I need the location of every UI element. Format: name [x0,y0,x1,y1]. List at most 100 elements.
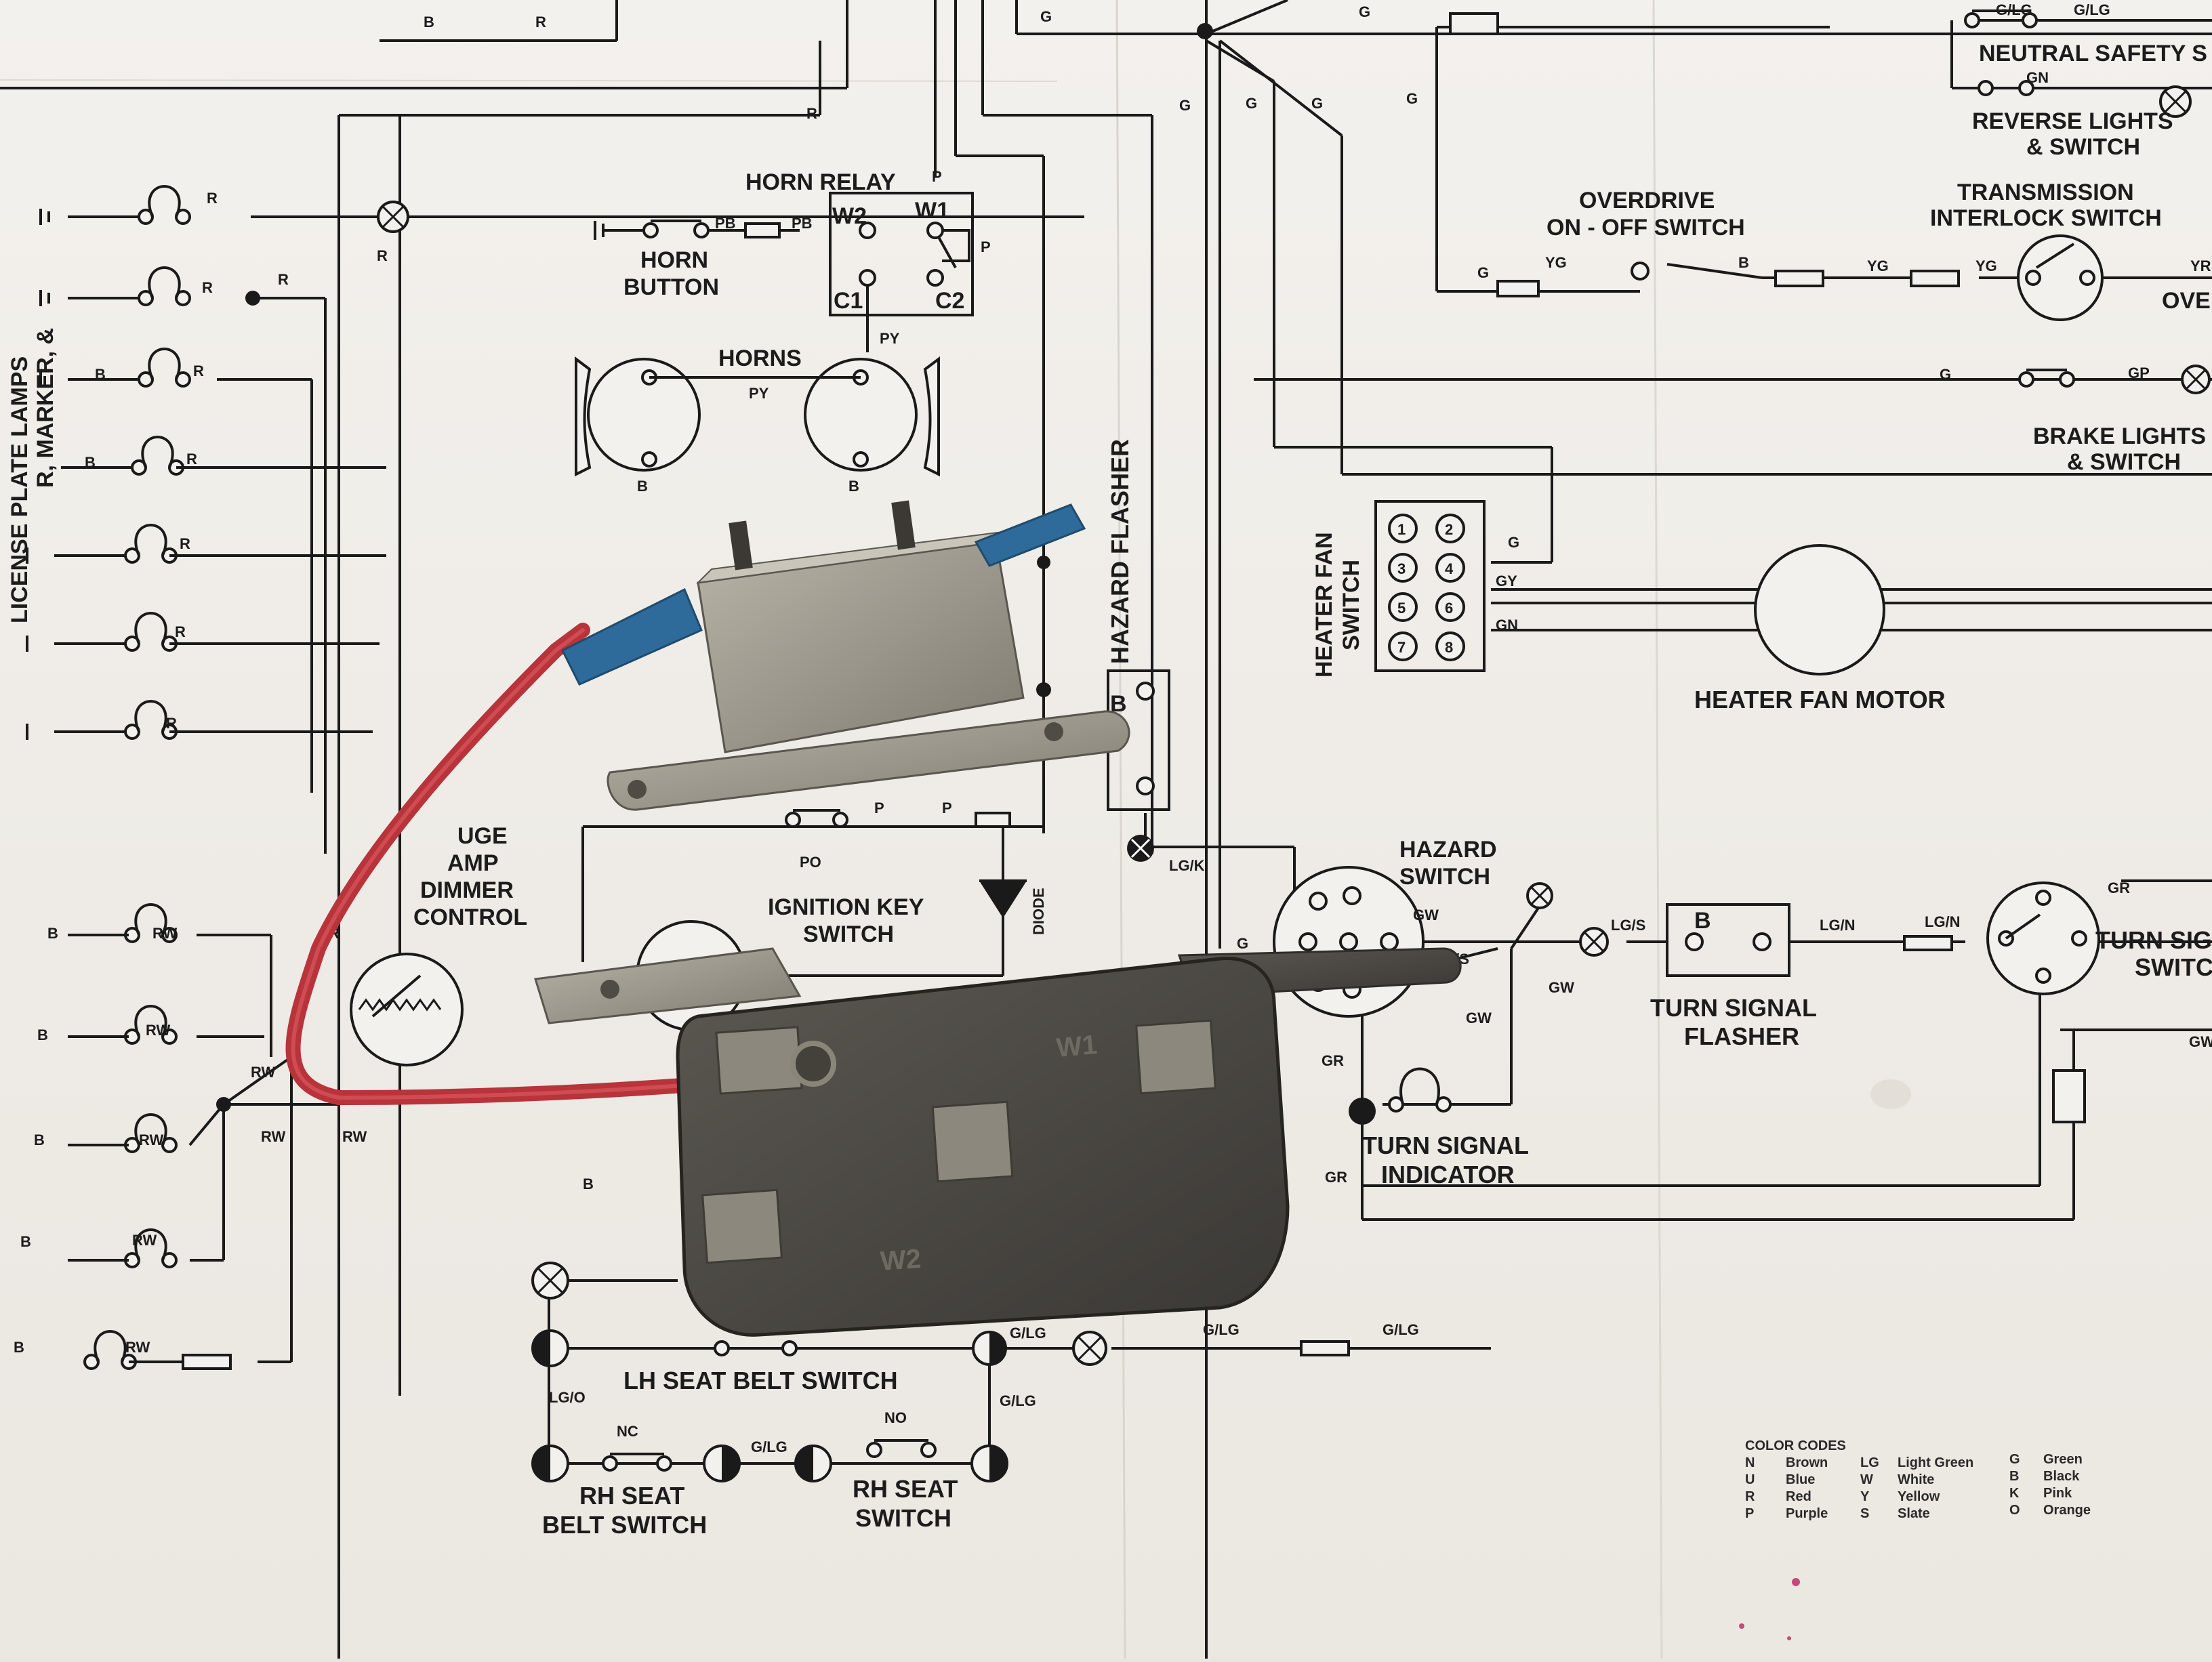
wire-label-nc: NC [617,1423,638,1440]
wire-label-gn: GN [1496,617,1518,633]
wire-label-0: Y [1860,1489,1870,1504]
horns-label: HORNS [718,346,802,371]
wire-label-g: G [1477,264,1489,281]
wire-label-1: Pink [2043,1486,2072,1501]
wire-label-gp: GP [2128,365,2150,381]
ts-flasher-b: B [1694,908,1711,934]
wire-label-gw: GW [1466,1010,1492,1026]
rh-seat-switch-label-1: RH SEAT [853,1475,958,1503]
wire-label-r: R [207,190,218,207]
rh-seat-belt-label-2: BELT SWITCH [542,1511,707,1539]
wire-label-0: LG [1860,1455,1879,1470]
wire-label-1: Purple [1786,1506,1828,1521]
wire-label-rw: RW [261,1128,285,1145]
wire-label-yg: YG [1975,257,1997,274]
brake-lights-label-1: BRAKE LIGHTS [2033,423,2206,449]
wire-label-gr: GR [2108,879,2130,896]
wire-label-1: Black [2043,1469,2080,1484]
wire-label-r: R [180,535,190,552]
heater-fan-motor: HEATER FAN MOTOR [1694,544,1946,713]
diode-label: DIODE [1030,888,1047,935]
wire-label-no: NO [884,1409,907,1426]
wire-label-glg_top: G/LG [2074,1,2110,18]
brake-lights-label-2: & SWITCH [2067,449,2181,475]
wire-label-g: G [1179,97,1191,114]
wire-label-lgn: LG/N [1925,913,1961,930]
paper-fold [0,79,1058,82]
paper-fold [1115,0,1126,1659]
fan-pos-4: 4 [1445,560,1454,577]
fan-pos-3: 3 [1397,560,1406,577]
wire-label-b: B [20,1233,31,1250]
junction-dots [216,23,1213,1112]
relay-term-c1: C1 [834,288,863,314]
wire-label-rw: RW [146,1022,170,1039]
gauge-label-4: CONTROL [413,905,527,930]
wire-label-b: B [14,1339,24,1356]
wire-label-rw: RW [125,1339,150,1356]
wire-label-r: R [806,105,817,122]
side-marker-lamps [26,185,386,1370]
hazard-flasher-box: B HAZARD FLASHER [1106,439,1170,811]
wire-label-yr: YR [2190,257,2211,274]
wire-label-0: B [2009,1469,2019,1484]
wire-label-rw: RW [342,1128,367,1145]
wire-label-r: R [166,715,177,732]
heater-fan-switch: 1 2 3 4 5 6 7 8 HEATER FAN SWITCH [1311,500,1486,678]
wire-label-0: O [2009,1503,2020,1518]
overdrive-label-1: OVERDRIVE [1579,188,1715,213]
transmission-label-2: INTERLOCK SWITCH [1930,205,2162,231]
wire-label-g: G [1311,95,1323,112]
wire-label-1: Blue [1786,1472,1815,1487]
wire-label-g: G [1237,935,1248,952]
wire-label-1: White [1898,1472,1934,1487]
lh-seat-belt-label: LH SEAT BELT SWITCH [623,1367,898,1394]
reverse-lights-label-2: & SWITCH [2026,134,2140,160]
wire-label-gn: GN [2026,69,2049,86]
fan-pos-5: 5 [1397,600,1406,617]
fan-pos-1: 1 [1397,521,1406,538]
horns: HORNS [575,346,940,477]
component-labels: HORN BUTTON OVERDRIVE ON - OFF SWITCH TR… [7,41,2212,1539]
turn-signal-flasher-box: B [1666,903,1790,977]
wire-label-0: R [1745,1489,1755,1504]
wire-label-1: Light Green [1898,1455,1973,1470]
relay-mark-w2: W2 [880,1244,922,1276]
wire-label-rw: RW [152,925,177,942]
wire-label-b: B [583,1176,594,1192]
wire-label-0: K [2009,1486,2020,1501]
wire-label-b: B [637,478,648,495]
wire-label-lgo: LG/O [549,1389,586,1406]
wire-label-0: G [2009,1452,2020,1467]
wire-label-lgs: LG/S [1611,917,1645,934]
red-wire [285,587,848,1106]
horn-relay: HORN RELAY W2 W1 C1 C2 [745,169,974,316]
paper-fold [1652,0,1663,1659]
heater-fan-motor-label: HEATER FAN MOTOR [1694,686,1946,713]
wire-label-gy: GY [1496,573,1517,589]
wire-label-0: W [1860,1472,1873,1487]
hazard-switch-body [1273,866,1425,1018]
wire-label-g: G [1406,90,1418,107]
wire-label-g: G [1940,366,1951,383]
wire-label-1: Red [1786,1489,1811,1504]
wire-label-b: B [34,1131,45,1148]
wire-label-yg: YG [1545,254,1567,271]
wire-label-b: B [424,14,434,30]
rh-seat-switch-label-2: SWITCH [855,1504,951,1532]
wire-label-1: Yellow [1898,1489,1940,1504]
wire-label-pb: PB [715,215,736,232]
fan-pos-2: 2 [1445,521,1453,538]
ts-indicator-label-2: INDICATOR [1381,1161,1515,1188]
wire-label-py: PY [749,385,769,402]
hazard-switch-label-1: HAZARD [1399,837,1497,863]
transmission-label-1: TRANSMISSION [1957,180,2134,205]
rh-seat-belt-label-1: RH SEAT [579,1482,684,1510]
hazard-flasher-label: HAZARD FLASHER [1106,439,1134,664]
wire-label-glg: G/LG [1000,1392,1036,1409]
wire-label-b: B [47,925,58,942]
wire-label-r: R [278,271,289,288]
wire-label-r: R [535,14,546,30]
relay-term-w2: W2 [832,203,867,229]
